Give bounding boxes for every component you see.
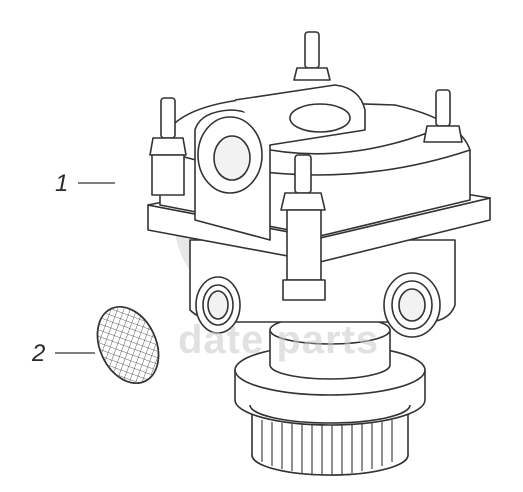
callout-label-1: 1: [55, 170, 69, 197]
relay-valve-part: [147, 31, 491, 476]
stud-left: [149, 97, 187, 196]
stud-front: [280, 154, 326, 301]
stud-right: [423, 89, 463, 143]
stud-top: [293, 31, 331, 81]
callout-label-2: 2: [32, 340, 46, 367]
filter-screen-part: [90, 300, 169, 390]
watermark-text: date parts: [178, 318, 380, 362]
